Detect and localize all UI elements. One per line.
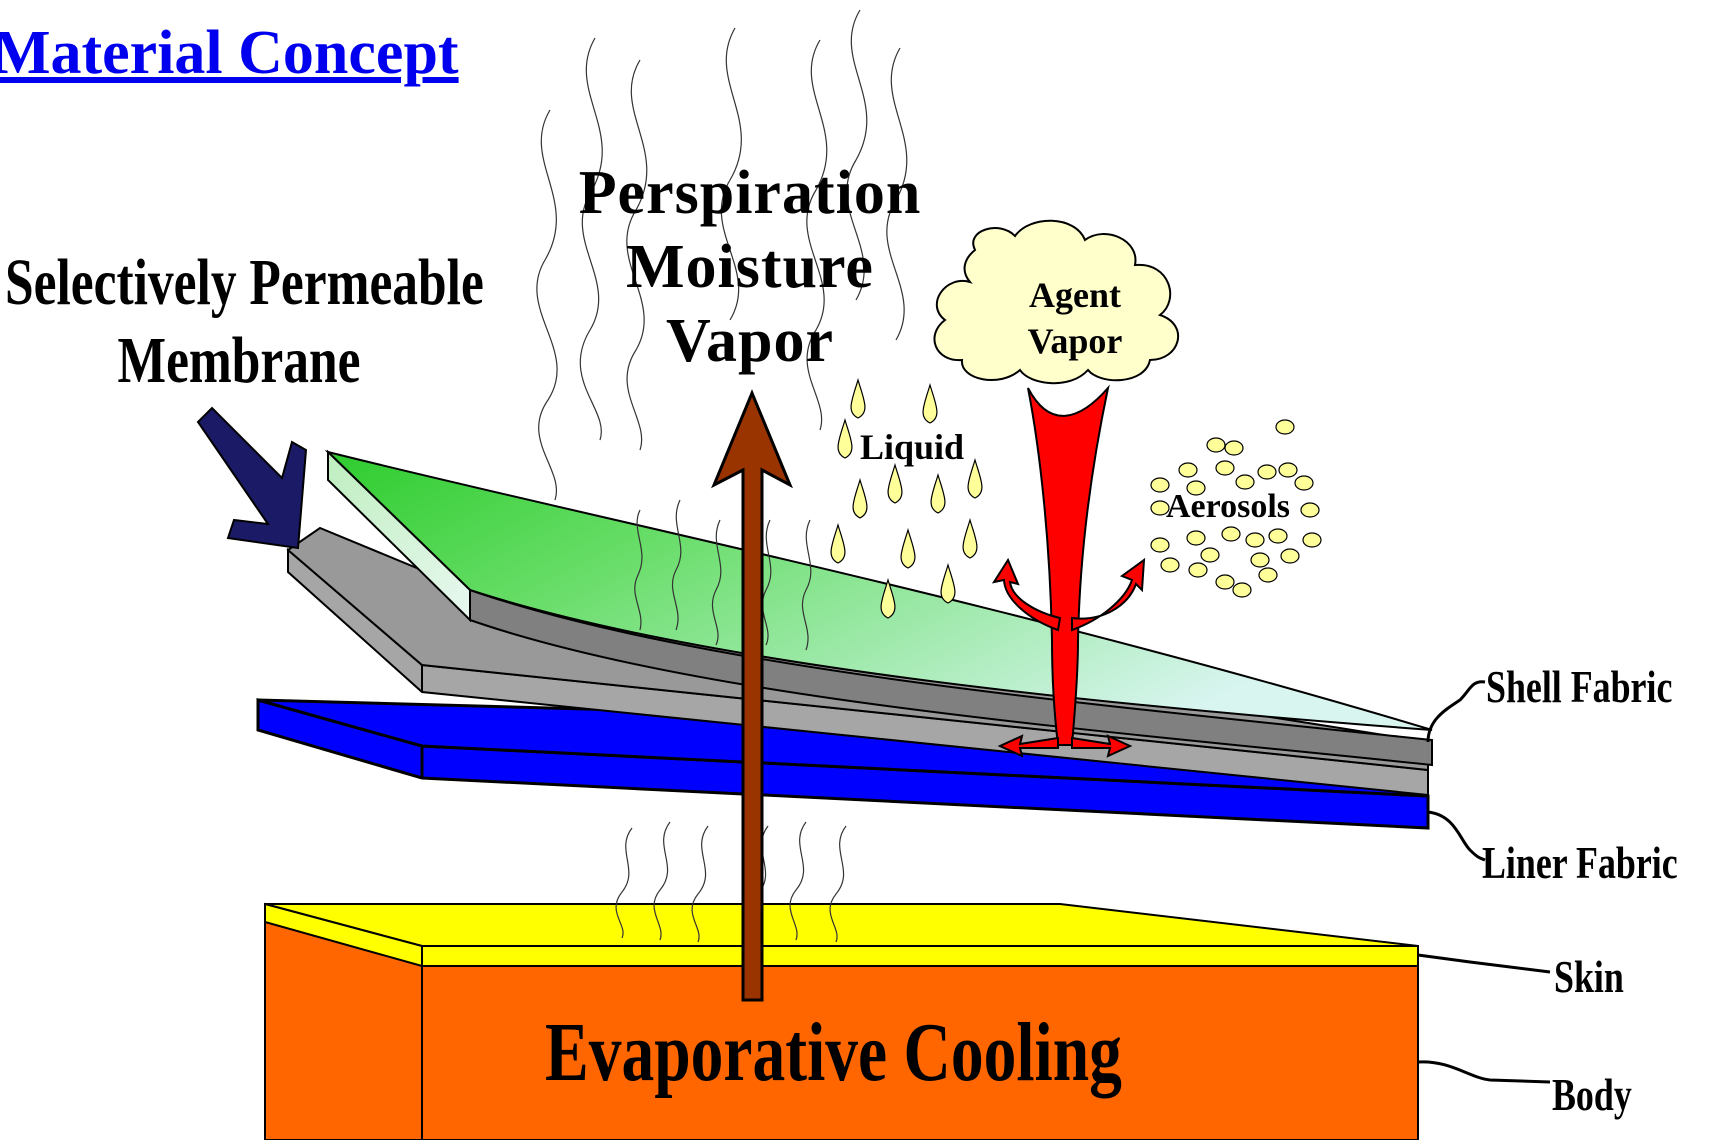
liquid-droplets [830, 377, 983, 619]
skin-layer [264, 902, 1419, 968]
liner-fabric-label: Liner Fabric [1482, 837, 1678, 888]
body-label: Body [1552, 1069, 1632, 1120]
shell-fabric-label: Shell Fabric [1486, 661, 1673, 712]
membrane-pointer-arrow [196, 406, 308, 550]
membrane-heat-waves [634, 499, 812, 651]
perspiration-label-line3: Vapor [665, 307, 835, 375]
agent-vapor-label-line1: Agent [1029, 275, 1121, 315]
membrane-label-line1: Selectively Permeable [5, 246, 484, 319]
membrane-label-line2: Membrane [117, 324, 361, 397]
perspiration-arrow [711, 389, 793, 1002]
aerosols-label: Aerosols [1166, 488, 1291, 525]
agent-vapor-label-line2: Vapor [1027, 321, 1123, 361]
perspiration-label-line1: Perspiration [578, 159, 922, 227]
skin-heat-waves [615, 821, 847, 943]
page-title-link[interactable]: Material Concept [0, 19, 459, 87]
evaporative-cooling-label: Evaporative Cooling [545, 1006, 1122, 1099]
perspiration-label-line2: Moisture [626, 233, 874, 301]
callout-leaders [1417, 680, 1551, 1084]
perspiration-label: Perspiration Moisture Vapor [520, 156, 980, 378]
agent-vapor-label: Agent Vapor [1000, 272, 1150, 364]
skin-label: Skin [1554, 951, 1624, 1002]
perspiration-vapor-waves [536, 9, 908, 501]
membrane-label: Selectively Permeable Membrane [5, 244, 484, 400]
agent-vapor-arrow [991, 384, 1146, 758]
body-block [264, 918, 1419, 1140]
agent-vapor-cloud [933, 219, 1180, 385]
aerosol-particles [1150, 419, 1322, 598]
liquid-label: Liquid [860, 427, 965, 467]
